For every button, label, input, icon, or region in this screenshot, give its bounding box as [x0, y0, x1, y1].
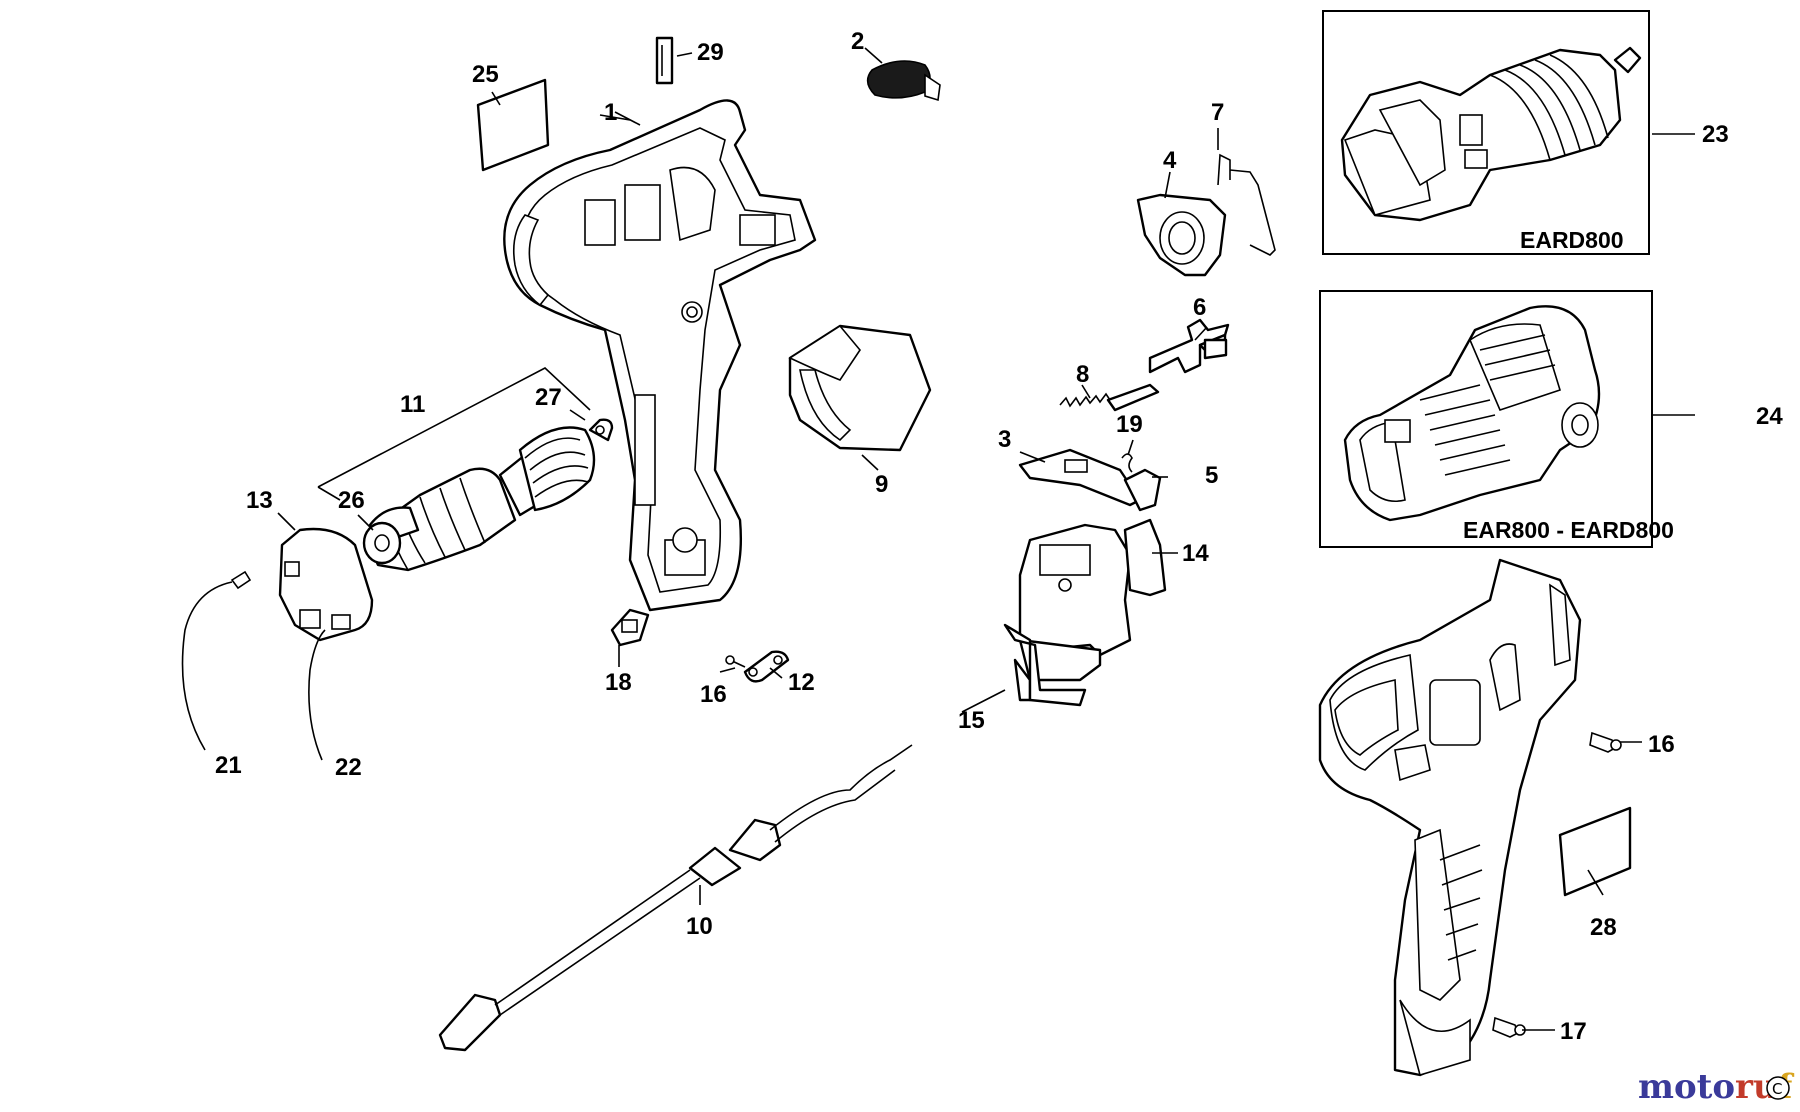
assembled-drill-body	[1318, 558, 1582, 1077]
callout-24: 24	[1756, 403, 1783, 430]
part-3-switch-plate	[1018, 448, 1162, 512]
callout-10: 10	[686, 913, 713, 940]
box-24-multi-attachment	[1319, 290, 1653, 548]
callout-4: 4	[1163, 147, 1177, 174]
motoruf-watermark: motoruf C	[1638, 1067, 1795, 1107]
part-8-spring	[1059, 392, 1111, 408]
part-9-sleeve	[788, 324, 932, 452]
part-15-bracket	[1003, 623, 1087, 707]
callout-9: 9	[875, 471, 888, 498]
callout-17: 17	[1560, 1018, 1587, 1045]
part-12-cord-clamp	[743, 650, 790, 683]
part-18-clip	[610, 608, 650, 647]
part-21-brush-clip	[230, 570, 252, 590]
part-6-lever	[1106, 318, 1230, 412]
callout-21: 21	[215, 752, 242, 779]
box-24-label: EAR800 - EARD800	[1463, 517, 1674, 543]
callout-15: 15	[958, 707, 985, 734]
callout-5: 5	[1205, 462, 1218, 489]
part-14-switch	[1013, 518, 1167, 702]
part-10-power-cord	[438, 744, 913, 1052]
part-7-wire-spring	[1217, 153, 1276, 256]
part-2-button	[866, 60, 941, 102]
callout-29: 29	[697, 39, 724, 66]
callout-23: 23	[1702, 121, 1729, 148]
copyright-icon	[1766, 1076, 1790, 1100]
part-26-washer	[362, 521, 402, 565]
part-25-label	[476, 78, 550, 172]
callout-11: 11	[400, 391, 425, 418]
part-17-screw	[1492, 1016, 1526, 1038]
part-4-retainer	[1136, 193, 1227, 277]
callout-7: 7	[1211, 99, 1224, 126]
watermark-text: motoruf	[1638, 1067, 1795, 1107]
part-11-armature	[317, 367, 614, 572]
callout-3: 3	[998, 426, 1011, 453]
callout-16a: 16	[700, 681, 727, 708]
part-1-housing	[503, 99, 817, 612]
part-29-tag	[655, 36, 693, 85]
box-23-chuck-attachment	[1322, 10, 1650, 255]
part-13-brush-holder	[278, 527, 374, 642]
part-16b-screw	[1589, 731, 1622, 753]
part-19-clip	[1121, 453, 1133, 473]
callout-26: 26	[338, 487, 365, 514]
callout-6: 6	[1193, 294, 1206, 321]
callout-13: 13	[246, 487, 273, 514]
part-16-screw	[725, 655, 746, 668]
callout-1: 1	[604, 99, 617, 126]
callout-numbers: 1 2 3 4 5 6 7 8 9 10 11 12 13 14 15 16 1…	[215, 28, 1783, 1045]
callout-22: 22	[335, 754, 362, 781]
leader-lines	[181, 47, 1695, 1031]
callout-28: 28	[1590, 914, 1617, 941]
box-23-label: EARD800	[1520, 227, 1624, 253]
callout-25: 25	[472, 61, 499, 88]
callout-2: 2	[851, 28, 864, 55]
callout-27: 27	[535, 384, 562, 411]
part-28-label	[1558, 806, 1632, 897]
callout-8: 8	[1076, 361, 1089, 388]
callout-16b: 16	[1648, 731, 1675, 758]
callout-14: 14	[1182, 540, 1209, 567]
callout-18: 18	[605, 669, 632, 696]
callout-19: 19	[1116, 411, 1143, 438]
svg-text:C: C	[1772, 1080, 1782, 1098]
callout-12: 12	[788, 669, 815, 696]
